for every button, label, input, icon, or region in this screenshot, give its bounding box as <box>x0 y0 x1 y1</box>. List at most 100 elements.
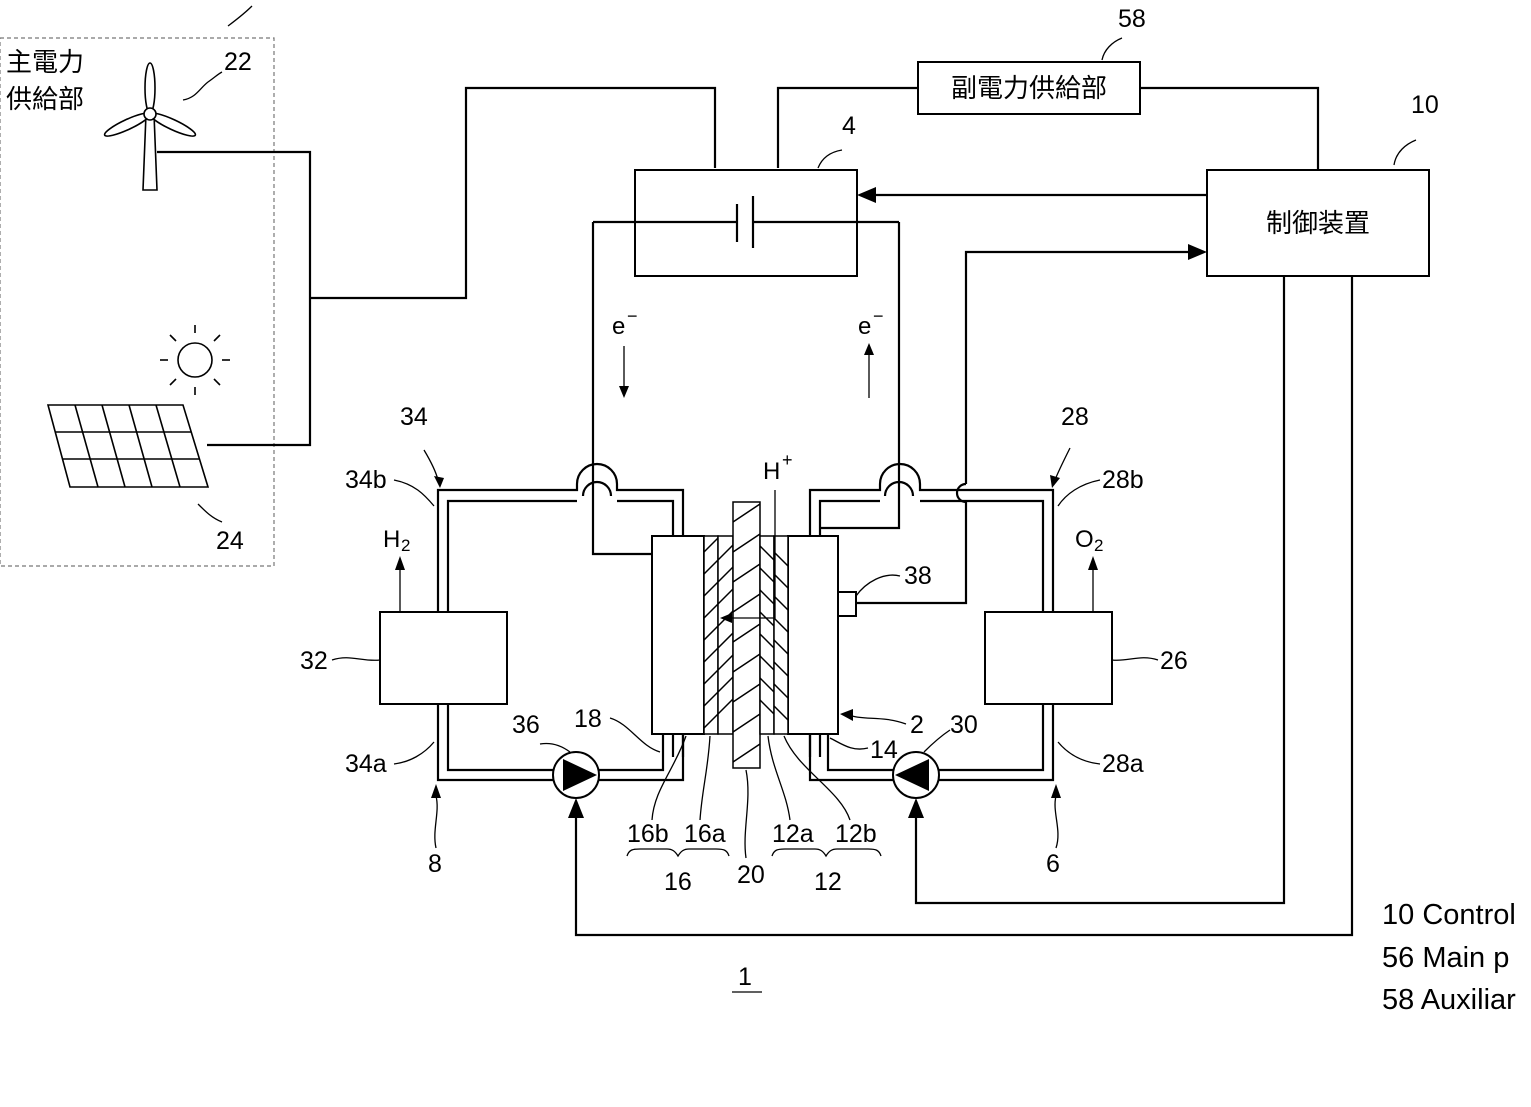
arrowhead-to-pump-30 <box>908 798 924 818</box>
label-8: 8 <box>428 850 442 878</box>
leader-2 <box>852 716 906 724</box>
label-22: 22 <box>224 48 252 76</box>
label-12b: 12b <box>835 820 877 848</box>
label-20: 20 <box>737 861 765 889</box>
label-16a: 16a <box>684 820 726 848</box>
controller-label: 制御装置 <box>1266 209 1370 239</box>
cathode-pump <box>893 752 939 798</box>
label-16: 16 <box>664 868 692 896</box>
label-34a: 34a <box>345 750 387 778</box>
main-power-title-line2: 供給部 <box>6 85 84 115</box>
leader-36 <box>540 743 570 752</box>
anode-layers <box>704 536 733 734</box>
leader-34b <box>394 480 434 506</box>
leader-24 <box>198 504 222 522</box>
leader-32 <box>332 658 380 661</box>
label-30: 30 <box>950 711 978 739</box>
main-power-title-line1: 主電力 <box>6 48 84 78</box>
leader-12a <box>768 736 790 820</box>
label-12a: 12a <box>772 820 814 848</box>
leader-30 <box>924 730 950 752</box>
leader-26 <box>1112 658 1158 661</box>
separator-o2-box <box>985 612 1112 704</box>
electron-left-minus: − <box>627 306 638 326</box>
electron-right-arrowhead <box>864 343 874 355</box>
leader-12b <box>784 736 850 820</box>
signal-crossover-hump <box>957 484 966 502</box>
cathode-chamber <box>788 536 838 734</box>
leader-6-arrowhead <box>1051 784 1061 798</box>
label-18: 18 <box>574 705 602 733</box>
leader-28-arrowhead <box>1050 475 1060 488</box>
electron-left-arrowhead <box>619 386 629 398</box>
label-28b: 28b <box>1102 466 1144 494</box>
label-12: 12 <box>814 868 842 896</box>
brace-16 <box>627 849 729 856</box>
o2-outlet-arrowhead <box>1088 556 1098 570</box>
label-6: 6 <box>1046 850 1060 878</box>
electron-left-label: e <box>612 313 625 340</box>
leader-2-arrowhead <box>840 709 853 721</box>
electron-right-minus: − <box>873 306 884 326</box>
label-10: 10 <box>1411 91 1439 119</box>
brace-12 <box>772 849 881 856</box>
leader-22 <box>183 72 222 100</box>
leader-34 <box>424 450 438 480</box>
legend-line-2: 56 Main p <box>1382 942 1509 974</box>
label-34: 34 <box>400 403 428 431</box>
legend-line-1: 10 Control <box>1382 899 1516 931</box>
label-28: 28 <box>1061 403 1089 431</box>
leader-28b <box>1058 480 1100 506</box>
leader-4 <box>818 150 842 168</box>
label-16b: 16b <box>627 820 669 848</box>
leader-8-arrowhead <box>431 784 441 798</box>
leader-14 <box>830 738 868 749</box>
label-24: 24 <box>216 527 244 555</box>
proton-label: H <box>763 458 780 485</box>
leader-34-arrowhead <box>434 476 444 488</box>
o2-subscript: 2 <box>1094 536 1103 555</box>
membrane <box>733 502 760 768</box>
label-28a: 28a <box>1102 750 1144 778</box>
proton-plus: + <box>782 450 793 470</box>
leader-58 <box>1102 38 1122 60</box>
leader-28 <box>1055 448 1070 480</box>
leader-8 <box>435 796 437 848</box>
label-1: 1 <box>738 963 752 991</box>
leader-10 <box>1394 140 1416 165</box>
label-2: 2 <box>910 711 924 739</box>
sensor-box <box>838 592 856 616</box>
sun-icon <box>160 325 230 395</box>
solar-panel-icon <box>48 405 208 487</box>
label-4: 4 <box>842 112 856 140</box>
label-34b: 34b <box>345 466 387 494</box>
leader-16b <box>652 736 686 820</box>
h2-label: H <box>383 526 400 553</box>
label-26: 26 <box>1160 647 1188 675</box>
leader-56 <box>228 6 252 26</box>
anode-chamber <box>652 536 704 734</box>
leader-34a <box>394 742 434 764</box>
signal-controller-to-pump-30 <box>916 276 1284 903</box>
h2-subscript: 2 <box>401 536 410 555</box>
leader-6 <box>1055 796 1058 848</box>
wind-turbine-icon <box>103 63 198 190</box>
leader-38 <box>856 575 900 596</box>
arrowhead-to-controller <box>1188 244 1207 260</box>
legend-line-3: 58 Auxiliar <box>1382 984 1516 1016</box>
label-58: 58 <box>1118 5 1146 33</box>
wire-aux-to-controller <box>1140 88 1318 170</box>
leader-16a <box>700 736 710 820</box>
leader-20 <box>745 770 748 858</box>
signal-sensor-to-controller-upper <box>966 252 1192 484</box>
separator-h2-box <box>380 612 507 704</box>
label-14: 14 <box>870 736 898 764</box>
anode-pipe-to-cell <box>598 735 683 780</box>
anode-pump <box>553 752 599 798</box>
h2-outlet-arrowhead <box>395 556 405 570</box>
aux-power-label: 副電力供給部 <box>951 74 1107 104</box>
arrowhead-to-power <box>857 187 876 203</box>
arrowhead-to-pump-36 <box>568 798 584 818</box>
cathode-layers <box>760 536 788 734</box>
